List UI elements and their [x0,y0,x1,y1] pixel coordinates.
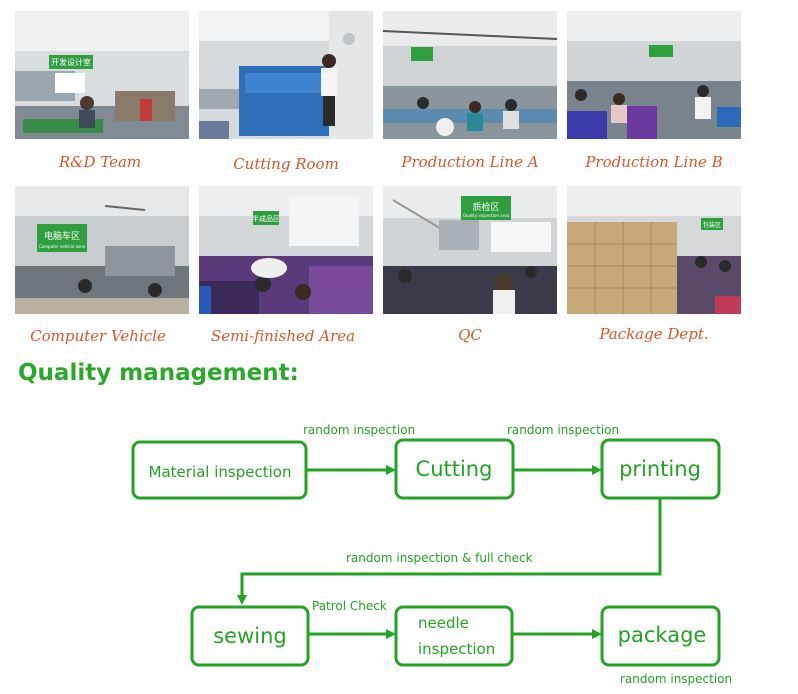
caption-cutting-room: Cutting Room [233,155,339,173]
sign-subtext: Quality inspection area [463,213,510,218]
photo-cutting-room [199,11,373,139]
photo-rd-team: 开发设计室 [15,11,189,139]
note-random-inspection-3: random inspection [620,672,732,686]
caption-rd-team: R&D Team [58,153,142,171]
photo-production-line-a [383,11,557,139]
section-title: Quality management: [18,360,299,386]
arrow-printing-to-sewing [237,498,662,605]
box-needle-inspection [394,605,514,667]
note-random-inspection-1: random inspection [303,423,415,437]
label-material-inspection: Material inspection [149,463,292,481]
photo-production-line-b [567,11,741,139]
quality-flow-diagram: Material inspection Cutting printing sew… [131,423,732,686]
caption-production-line-b: Production Line B [585,153,723,171]
note-random-inspection-2: random inspection [507,423,619,437]
caption-semi-finished-area: Semi-finished Area [210,327,356,345]
photo-computer-vehicle: 电脑车区 Computer vehicle zone [15,186,189,314]
sign-subtext: Computer vehicle zone [39,244,86,249]
sign-text: 开发设计室 [51,57,91,67]
photo-qc: 质检区 Quality inspection area [383,186,557,314]
caption-package-dept: Package Dept. [599,325,709,343]
box-sewing [190,605,310,667]
sign-text: 半成品区 [252,214,280,223]
caption-computer-vehicle: Computer Vehicle [30,327,166,345]
label-printing: printing [619,457,701,481]
photo-semi-finished-area: 半成品区 [199,186,373,314]
photo-package-dept: 包装区 [567,186,741,314]
sign-text: 质检区 [472,201,499,213]
label-cutting: Cutting [416,457,493,481]
box-package [600,605,721,667]
sign-text: 电脑车区 [44,230,80,242]
label-package: package [618,623,707,647]
sign-text: 包装区 [703,221,721,229]
label-sewing: sewing [213,624,287,648]
caption-qc: QC [458,326,482,344]
caption-production-line-a: Production Line A [401,153,539,171]
note-patrol-check: Patrol Check [312,599,387,613]
label-needle: needle [418,614,469,632]
note-full-check: random inspection & full check [346,551,533,565]
label-inspection: inspection [418,640,495,658]
